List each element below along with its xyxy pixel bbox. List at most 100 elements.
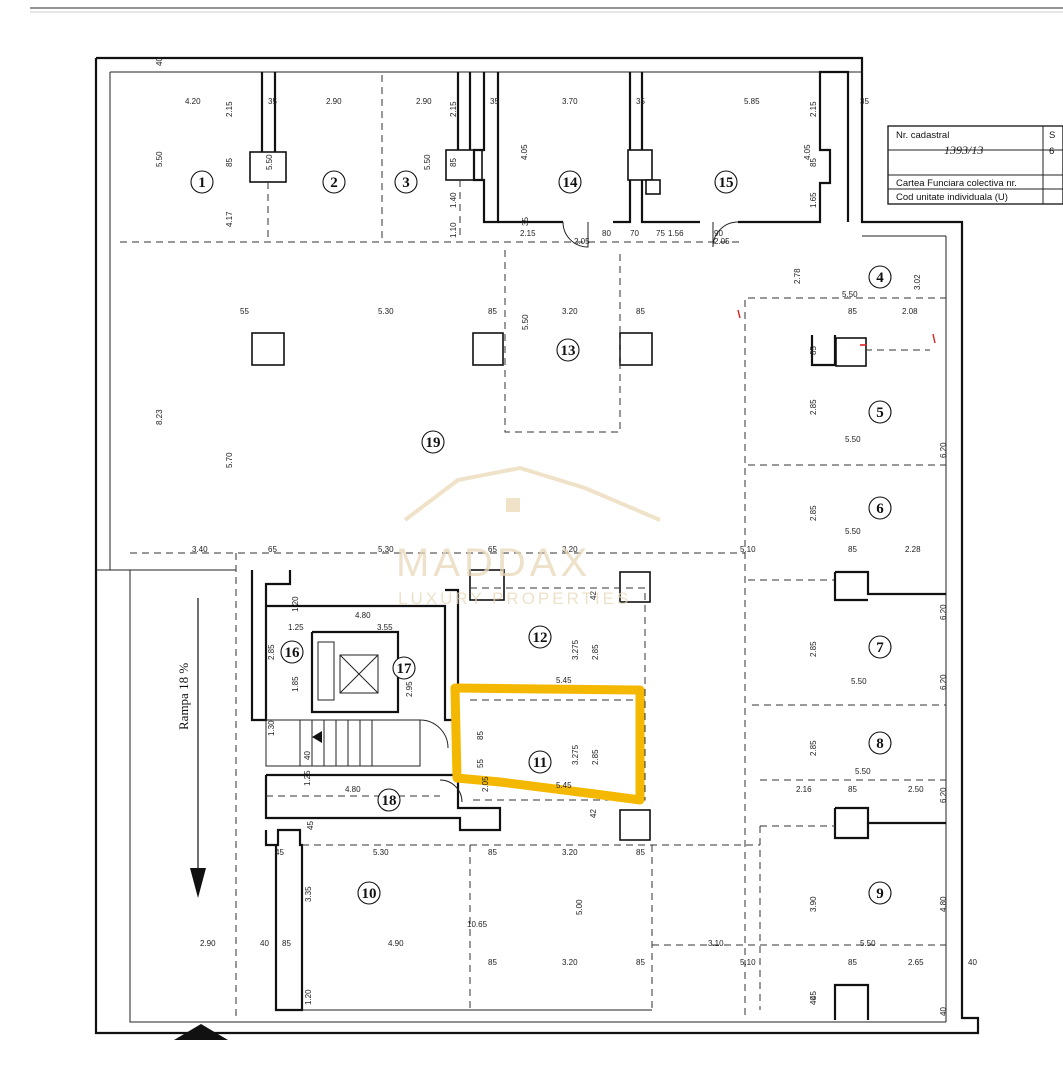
room-circle: [868, 496, 892, 520]
dimension-horizontal: 5.50: [860, 939, 876, 948]
dimension-horizontal: 3.20: [562, 307, 578, 316]
dimension-horizontal: 85: [848, 958, 857, 967]
cadastral-table: Nr. cadastral 1393/13 S 6 Cartea Funciar…: [887, 125, 1063, 205]
watermark-tagline: LUXURY PROPERTIES: [398, 589, 631, 608]
dimension-vertical: 3.02: [913, 274, 922, 290]
dimension-horizontal: 40: [968, 958, 977, 967]
right-units: [652, 297, 946, 1020]
room-number-17: 17: [397, 661, 413, 677]
dimension-horizontal: 5.50: [855, 767, 871, 776]
room-circle: [556, 338, 580, 362]
room-number-3: 3: [402, 175, 410, 191]
dimension-vertical: 2.85: [267, 644, 276, 660]
cadastral-number: 1393/13: [944, 143, 983, 157]
cadastral-label: Nr. cadastral: [896, 130, 949, 141]
room-number-12: 12: [533, 630, 548, 646]
room-number-11: 11: [533, 755, 547, 771]
dimension-horizontal: 4.80: [355, 611, 371, 620]
dimension-horizontal: 85: [488, 848, 497, 857]
dimension-horizontal: 65: [268, 545, 277, 554]
carte-funciara-label: Cartea Funciara colectiva nr.: [896, 178, 1017, 189]
watermark-logo: MADDAX LUXURY PROPERTIES: [396, 465, 661, 608]
room-circle: [528, 625, 552, 649]
dimension-vertical: 1.65: [809, 192, 818, 208]
dimension-horizontal: 5.50: [845, 435, 861, 444]
dimension-vertical: 1.20: [304, 989, 313, 1005]
room-number-2: 2: [330, 175, 338, 191]
dimension-vertical: 2.78: [793, 268, 802, 284]
dimension-vertical: 8.23: [155, 409, 164, 425]
dimension-vertical: 2.85: [809, 641, 818, 657]
units-14-15: [472, 70, 850, 248]
dimension-horizontal: 5.50: [845, 527, 861, 536]
cod-unitate-label: Cod unitate individuala (U): [896, 192, 1008, 203]
dimension-vertical: 85: [809, 158, 818, 167]
dimension-horizontal: 3.40: [192, 545, 208, 554]
dimension-vertical: 40: [303, 751, 312, 760]
dimension-horizontal: 3.70: [562, 97, 578, 106]
dimension-vertical: 3.90: [809, 896, 818, 912]
dimension-horizontal: 85: [488, 307, 497, 316]
dimension-vertical: 5.50: [155, 151, 164, 167]
dimension-vertical: 40: [809, 996, 818, 1005]
dimension-vertical: 6.20: [939, 787, 948, 803]
dimension-vertical: 3.275: [571, 744, 580, 765]
dimension-vertical: 5.50: [521, 314, 530, 330]
room-number-13: 13: [561, 343, 576, 359]
dimension-horizontal: 85: [488, 958, 497, 967]
dimension-horizontal: 5.30: [378, 545, 394, 554]
dimension-horizontal: 2.16: [796, 785, 812, 794]
room-circle: [394, 170, 418, 194]
dimension-horizontal: 3.20: [562, 545, 578, 554]
dimension-horizontal: 2.08: [902, 307, 918, 316]
dimension-vertical: 5.50: [265, 154, 274, 170]
dimension-horizontal: 4.20: [185, 97, 201, 106]
dimension-vertical: 2.85: [809, 399, 818, 415]
room-number-5: 5: [876, 405, 884, 421]
dimension-horizontal: 3.10: [708, 939, 724, 948]
room-circle: [868, 635, 892, 659]
dimension-horizontal: 45: [275, 848, 284, 857]
dimension-horizontal: 65: [488, 545, 497, 554]
dimension-vertical: 85: [809, 346, 818, 355]
dimension-vertical: 2.15: [449, 101, 458, 117]
dimension-vertical: 42: [589, 809, 598, 818]
room-number-15: 15: [719, 175, 734, 191]
room-number-19: 19: [426, 435, 441, 451]
top-units-1-3: [120, 72, 740, 243]
dimension-horizontal: 5.10: [740, 958, 756, 967]
dimension-horizontal: 2.05: [574, 237, 590, 246]
room-circle: [392, 656, 416, 680]
dimension-horizontal: 1.25: [288, 623, 304, 632]
dimension-horizontal: 2.90: [200, 939, 216, 948]
room-circle: [558, 170, 582, 194]
dimension-horizontal: 35: [268, 97, 277, 106]
dimension-vertical: 85: [449, 158, 458, 167]
dimension-vertical: 35: [521, 217, 530, 226]
dimension-vertical: 45: [306, 821, 315, 830]
dimension-horizontal: 70: [630, 229, 639, 238]
dimension-vertical: 2.85: [809, 740, 818, 756]
dimension-horizontal: 2.28: [905, 545, 921, 554]
dimension-horizontal: 85: [282, 939, 291, 948]
dimension-vertical: 85: [225, 158, 234, 167]
dimension-horizontal: 2.15: [520, 229, 536, 238]
room-number-18: 18: [382, 793, 397, 809]
dimension-horizontal: 5.50: [842, 290, 858, 299]
dimension-horizontal: 40: [260, 939, 269, 948]
cadastral-col: S: [1049, 130, 1055, 141]
dimension-horizontal: 85: [636, 848, 645, 857]
dimension-vertical: 2.85: [591, 749, 600, 765]
dimension-horizontal: 3.55: [377, 623, 393, 632]
dimension-vertical: 5.00: [575, 899, 584, 915]
dimension-vertical: 85: [476, 731, 485, 740]
room-number-10: 10: [362, 886, 377, 902]
dimension-vertical: 1.30: [267, 720, 276, 736]
dimension-vertical: 3.35: [304, 886, 313, 902]
room-number-4: 4: [876, 270, 884, 286]
room-circle: [528, 750, 552, 774]
room-number-1: 1: [198, 175, 206, 191]
